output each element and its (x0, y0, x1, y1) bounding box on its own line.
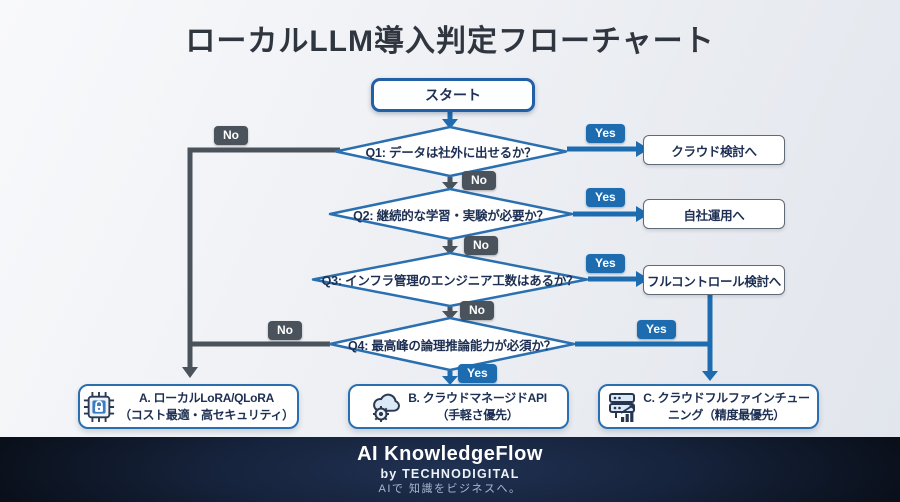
q1-no-left-badge: No (214, 126, 248, 145)
q2-no-arrowhead (442, 246, 458, 255)
result-full-control-review: フルコントロール検討へ (643, 265, 785, 295)
q1-yes-badge: Yes (586, 124, 625, 143)
cloud-gear-icon (370, 391, 404, 423)
decision-q4-label: Q4: 最高峰の論理推論能力が必須か？ (347, 338, 556, 353)
q4-yes-right-badge: Yes (637, 320, 676, 339)
decision-q3-label: Q3: インフラ管理のエンジニア工数はあるか？ (321, 274, 579, 288)
outcome-b-label: B. クラウドマネージドAPI （手軽さ優先） (408, 391, 547, 422)
q4-yes-down-arrowhead (442, 376, 458, 385)
start-to-q1-arrowhead (442, 119, 458, 129)
q1-no-arrowhead (442, 182, 458, 191)
q2-yes-arrowhead (636, 206, 649, 222)
outcome-b-managed-api: B. クラウドマネージドAPI （手軽さ優先） (348, 384, 569, 429)
server-chart-icon (607, 391, 639, 423)
page-title: ローカルLLM導入判定フローチャート (185, 25, 715, 58)
q1-no-left-line (187, 147, 340, 368)
q1-yes-arrowhead (636, 141, 649, 157)
brand-byline: by TECHNODIGITAL (380, 466, 520, 481)
c-arrowhead (702, 371, 718, 381)
brand-title: AI KnowledgeFlow (357, 442, 543, 465)
q3-yes-badge: Yes (586, 254, 625, 273)
q2-no-down-badge: No (464, 236, 498, 255)
q4-no-left-badge: No (268, 321, 302, 340)
q1-no-down-badge: No (462, 171, 496, 190)
decision-q2-label: Q2: 継続的な学習・実験が必要か？ (353, 208, 549, 223)
q2-yes-badge: Yes (586, 188, 625, 207)
footer: AI KnowledgeFlow by TECHNODIGITAL AIで 知識… (0, 437, 900, 502)
brand-tagline: AIで 知識をビジネスへ。 (378, 482, 522, 495)
a-arrowhead (182, 367, 198, 378)
q3-diamond (311, 251, 589, 308)
outcome-c-label: C. クラウドフルファインチュー ニング（精度最優先） (643, 391, 810, 422)
chip-lock-icon (83, 391, 115, 423)
q3-yes-arrowhead (636, 271, 649, 287)
start-node: スタート (371, 78, 535, 112)
outcome-c-full-finetuning: C. クラウドフルファインチュー ニング（精度最優先） (598, 384, 819, 429)
q4-yes-down-badge: Yes (458, 364, 497, 383)
result-cloud-review: クラウド検討へ (643, 135, 785, 165)
q3-no-down-badge: No (460, 301, 494, 320)
decision-q1-label: Q1: データは社外に出せるか？ (365, 146, 537, 160)
q2-diamond (328, 187, 574, 241)
q4-diamond (328, 316, 576, 372)
result-inhouse-operation: 自社運用へ (643, 199, 785, 229)
outcome-a-local-lora: A. ローカルLoRA/QLoRA （コスト最適・高セキュリティ） (78, 384, 299, 429)
outcome-a-label: A. ローカルLoRA/QLoRA （コスト最適・高セキュリティ） (119, 391, 294, 422)
q1-diamond (334, 125, 568, 178)
q3-no-arrowhead (442, 311, 458, 320)
